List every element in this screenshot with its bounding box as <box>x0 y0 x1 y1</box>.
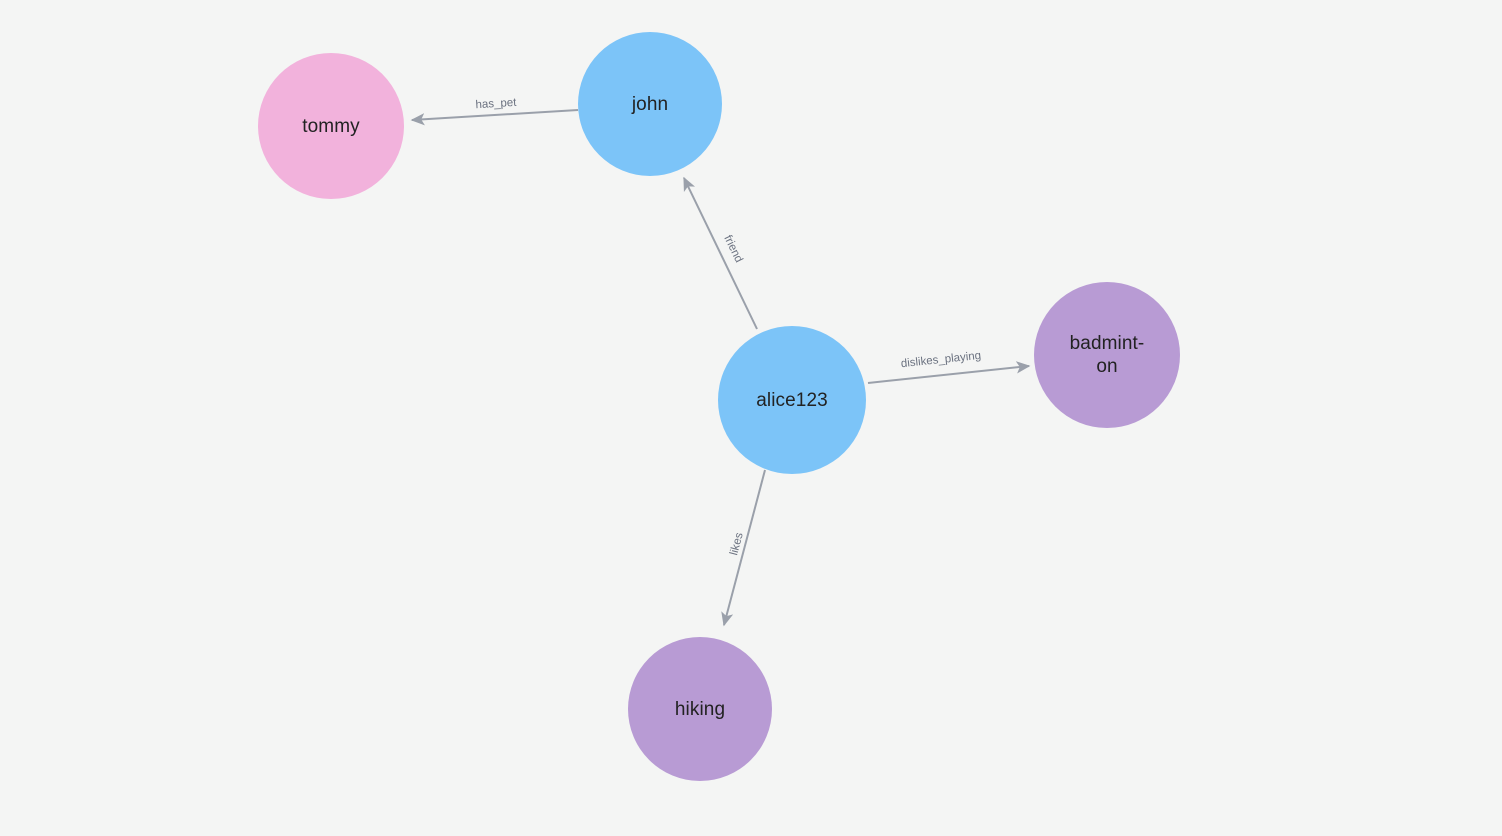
graph-node-badminton[interactable]: badmint- on <box>1034 282 1180 428</box>
graph-node-hiking[interactable]: hiking <box>628 637 772 781</box>
graph-edge-likes[interactable] <box>721 469 766 627</box>
graph-edge-dislikes_playing[interactable] <box>867 361 1031 384</box>
node-label-tommy: tommy <box>302 115 360 137</box>
node-label-john: john <box>631 93 669 115</box>
graph-node-alice123[interactable]: alice123 <box>718 326 866 474</box>
graph-node-tommy[interactable]: tommy <box>258 53 404 199</box>
graph-edge-has_pet[interactable] <box>410 109 579 126</box>
graph-node-john[interactable]: john <box>578 32 722 176</box>
node-label-badminton: badmint- on <box>1069 333 1145 377</box>
edge-lines <box>410 109 1031 627</box>
graph-edge-friend[interactable] <box>683 176 758 330</box>
node-label-hiking: hiking <box>674 698 726 720</box>
node-label-alice123: alice123 <box>756 389 828 411</box>
